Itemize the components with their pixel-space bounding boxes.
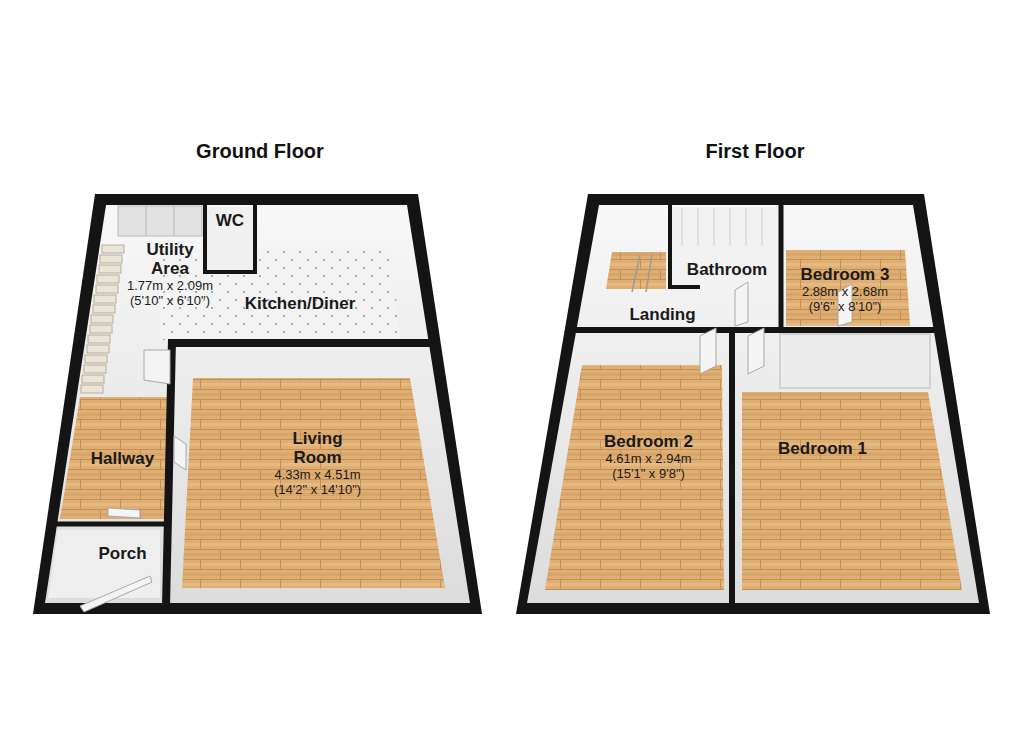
floor-heading: First Floor	[510, 140, 1000, 174]
room-dimension: (15'1" x 9'8")	[612, 466, 685, 481]
door	[735, 282, 748, 326]
door	[748, 328, 764, 374]
room-label: Living Room4.33m x 4.51m(14'2" x 14'10")	[255, 420, 380, 506]
shower-screen	[682, 208, 762, 246]
room-name: Living Room	[283, 429, 353, 467]
wardrobe	[780, 334, 930, 388]
stair-tread	[97, 275, 119, 283]
room-name: Landing	[629, 305, 695, 324]
stair-tread	[84, 365, 106, 373]
room-name: Kitchen/Diner	[245, 294, 356, 313]
shower-line	[746, 208, 747, 246]
stair-tread	[94, 295, 116, 303]
room-label: Bedroom 32.88m x 2.68m(9'6" x 8'10")	[785, 258, 905, 320]
shower-line	[762, 208, 763, 246]
stair-tread	[102, 245, 124, 253]
room-label: Kitchen/Diner	[235, 290, 365, 316]
room-name: Hallway	[91, 449, 154, 468]
room-label: Bedroom 1	[765, 436, 880, 460]
stair-tread	[99, 265, 121, 273]
wc-wall	[203, 270, 257, 274]
room-name: Porch	[98, 544, 146, 563]
room-name: Utility Area	[135, 240, 205, 278]
stair-tread	[100, 255, 122, 263]
bedroom-1-floor	[742, 392, 962, 590]
stair-tread	[91, 315, 113, 323]
door	[144, 350, 170, 384]
utility-cupboards	[118, 206, 202, 236]
bathroom-wall	[668, 285, 700, 289]
bedroom-wall	[729, 327, 735, 607]
room-dimension: 4.61m x 2.94m	[606, 451, 692, 466]
floor-plan: First FloorBathroom Bedroom 32.88m x 2.68…	[510, 140, 1000, 620]
hallway-floor	[60, 397, 168, 519]
porch-floor	[48, 530, 160, 598]
wall-face	[45, 205, 470, 603]
room-dimension: (9'6" x 8'10")	[809, 299, 882, 314]
room-dimension: (14'2" x 14'10")	[274, 482, 361, 497]
stair-rail	[632, 255, 640, 292]
bathroom-floor	[672, 207, 779, 285]
room-name: Bedroom 2	[604, 432, 693, 451]
floor-heading: Ground Floor	[30, 140, 490, 174]
wc-wall	[203, 203, 207, 274]
wc-wall	[253, 203, 257, 274]
room-label: Bedroom 24.61m x 2.94m(15'1" x 9'8")	[585, 425, 712, 487]
room-name: WC	[216, 211, 244, 230]
room-dimension: 4.33m x 4.51m	[275, 467, 361, 482]
stair-tread	[93, 305, 115, 313]
stair-tread	[88, 335, 110, 343]
room-label: WC	[207, 208, 253, 232]
door	[700, 328, 716, 374]
porch-wall	[52, 522, 168, 527]
staircase	[81, 245, 124, 393]
shower-line	[714, 208, 715, 246]
door	[108, 508, 140, 518]
wall-face	[527, 205, 979, 603]
shower-line	[698, 208, 699, 246]
cupboard-line	[146, 206, 147, 236]
stair-tread	[85, 355, 107, 363]
first-floor-plan	[516, 194, 990, 614]
stair-tread	[81, 385, 103, 393]
bedroom-3-floor	[786, 250, 910, 326]
stair-tread	[90, 325, 112, 333]
bathroom-wall	[668, 203, 672, 289]
bathroom-wall	[779, 203, 784, 332]
room-dimension: 2.88m x 2.68m	[802, 284, 888, 299]
room-label: Hallway	[85, 446, 160, 470]
cupboard-line	[174, 206, 175, 236]
stair-tread	[96, 285, 118, 293]
bedroom-2-floor	[545, 365, 724, 590]
ground-floor-plan	[33, 194, 482, 614]
living-room-wall	[168, 339, 432, 347]
front-door	[80, 576, 152, 612]
shower-line	[730, 208, 731, 246]
room-dimension: 1.77m x 2.09m	[127, 278, 213, 293]
room-name: Bedroom 1	[778, 439, 867, 458]
stair-rail	[646, 255, 652, 292]
stair-tread	[82, 375, 104, 383]
outer-wall	[33, 194, 482, 614]
floor-plan: Ground FloorUtility Area1.77m x 2.09m(5'…	[30, 140, 490, 620]
room-dimension: (5'10" x 6'10")	[130, 293, 210, 308]
living-room-floor	[182, 378, 445, 588]
wc-floor	[207, 207, 253, 270]
room-label: Landing	[620, 302, 705, 326]
door	[174, 436, 186, 470]
room-label: Porch	[85, 542, 160, 565]
outer-wall	[516, 194, 990, 614]
room-name: Bedroom 3	[801, 265, 890, 284]
room-label: Utility Area1.77m x 2.09m(5'10" x 6'10")	[120, 238, 220, 310]
room-label: Bathroom	[684, 257, 770, 281]
room-name: Bathroom	[687, 260, 767, 279]
shower-line	[682, 208, 683, 246]
stair-tread	[87, 345, 109, 353]
